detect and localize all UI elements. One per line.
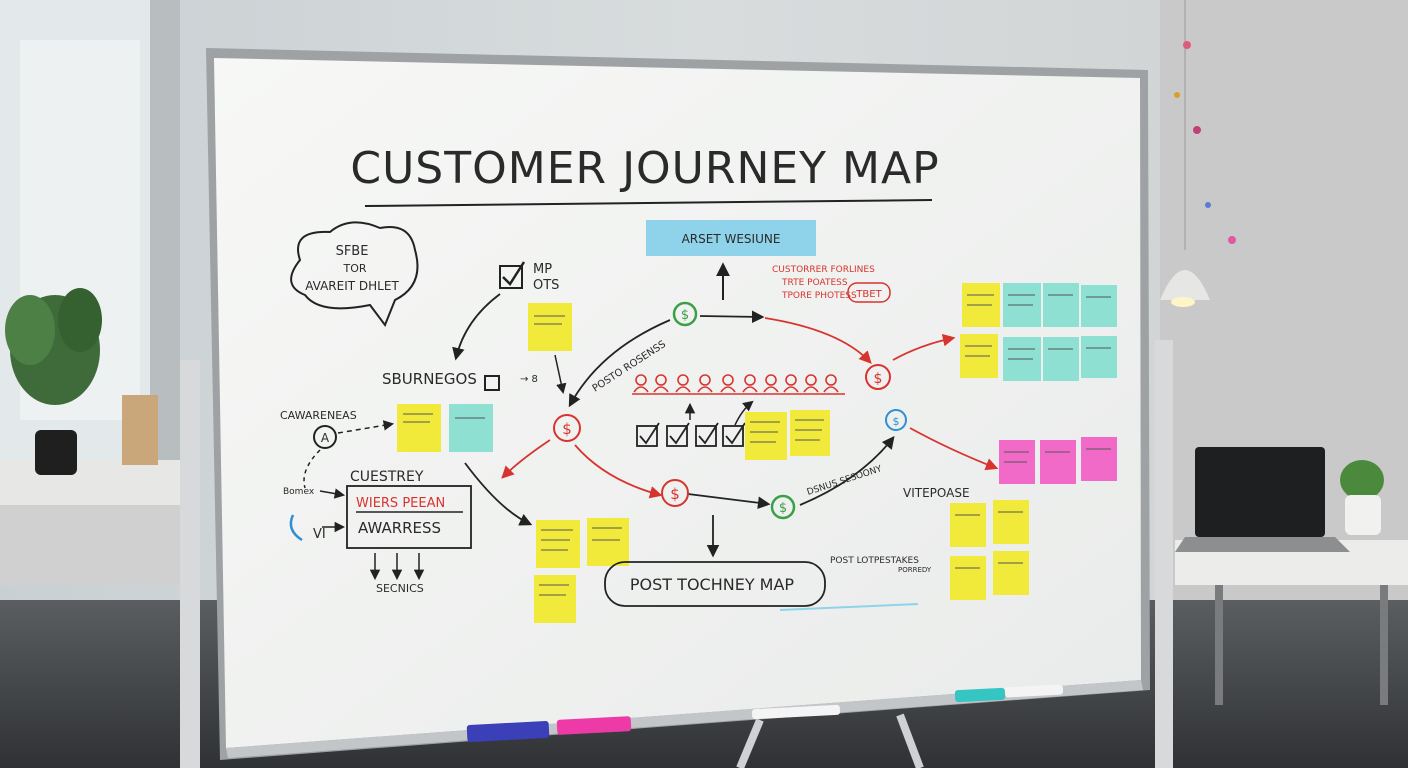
dollar-circle-icon: $ <box>672 301 698 327</box>
svg-text:$: $ <box>562 420 572 438</box>
info-circle-icon: $ <box>885 409 907 431</box>
sticky-note[interactable] <box>790 410 830 456</box>
sticky-note[interactable] <box>1040 440 1076 484</box>
left-desk <box>0 460 200 510</box>
whiteboard <box>206 48 1150 760</box>
checkbox-row <box>636 422 746 447</box>
white-marker[interactable] <box>751 704 841 720</box>
dollar-circle-icon: $ <box>770 494 796 520</box>
sticky-note[interactable] <box>534 575 576 623</box>
banner-text: ARSET WESIUNE <box>682 232 781 246</box>
svg-text:→ 8: → 8 <box>520 374 538 385</box>
bomex-label: Bomex <box>283 487 315 497</box>
sticky-note[interactable] <box>1081 285 1117 327</box>
post-journey-label: POST TOCHNEY MAP <box>630 575 795 594</box>
wiers-peean-label: WIERS PEEAN <box>356 496 445 511</box>
awareness-box <box>346 485 472 549</box>
sticky-note[interactable] <box>1043 337 1079 381</box>
dollar-circle-icon: $ <box>865 364 891 390</box>
small-plant <box>1340 460 1384 535</box>
checkbox-icon <box>499 265 523 289</box>
sticky-note[interactable] <box>528 303 572 351</box>
svg-text:$: $ <box>670 485 680 503</box>
red-note-line-4: TBET <box>855 289 882 300</box>
secnics-label: SECNICS <box>376 582 424 595</box>
sticky-note[interactable] <box>950 556 986 600</box>
dollar-circle-icon: $ <box>553 414 581 442</box>
svg-text:A: A <box>321 431 330 445</box>
a-circle-icon <box>313 425 337 449</box>
sticky-notes-right <box>950 283 1117 600</box>
banner-strip <box>646 220 816 256</box>
svg-text:$: $ <box>779 501 787 516</box>
svg-text:$: $ <box>893 415 900 428</box>
sticky-note[interactable] <box>587 518 629 566</box>
marker-tray <box>226 680 1143 758</box>
post-journey-pill <box>604 561 826 607</box>
awarress-label: AWARRESS <box>358 519 441 537</box>
red-note-line-1: CUSTORRER FORLINES <box>772 265 875 275</box>
sburnegos-label: SBURNEGOS <box>382 370 477 388</box>
pink-marker[interactable] <box>556 716 632 735</box>
potted-plant <box>5 288 102 475</box>
sticky-note[interactable] <box>993 551 1029 595</box>
svg-text:$: $ <box>874 371 883 387</box>
blue-marker[interactable] <box>466 721 550 742</box>
cuestrey-label: CUESTREY <box>350 469 424 485</box>
whiteboard-stand <box>180 340 1173 768</box>
bubble-line-1: SFBE <box>336 244 369 259</box>
bubble-line-3: AVAREIT DHLET <box>305 279 399 293</box>
vitepoase-label: VITEPOASE <box>903 486 970 500</box>
people-row <box>632 374 845 395</box>
red-note-line-2: TRTE POATESS <box>781 278 848 288</box>
laptop <box>1175 447 1350 552</box>
sticky-note[interactable] <box>993 500 1029 544</box>
sticky-note[interactable] <box>536 520 580 568</box>
teal-marker[interactable] <box>954 687 1006 703</box>
svg-text:$: $ <box>681 308 689 323</box>
dollar-circle-icon: $ <box>661 479 689 507</box>
board-title: CUSTOMER JOURNEY MAP <box>350 143 939 194</box>
thought-bubble <box>290 221 419 328</box>
ots-label: OTS <box>533 278 559 293</box>
cawareneas-label: CAWARENEAS <box>280 409 357 422</box>
mp-label: MP <box>533 262 552 277</box>
bubble-line-2: TOR <box>342 262 366 275</box>
sticky-notes-left <box>397 303 629 623</box>
sticky-note[interactable] <box>449 404 493 452</box>
sticky-note[interactable] <box>745 412 787 460</box>
sticky-note[interactable] <box>1081 336 1117 378</box>
red-note-line-3: TPORE PHOTESS <box>781 291 857 301</box>
post-stake-line-1: POST LOTPESTAKES <box>830 556 919 566</box>
sticky-note[interactable] <box>1043 283 1079 327</box>
vi-label: VI <box>313 527 326 542</box>
sticky-note[interactable] <box>397 404 441 452</box>
post-stake-line-2: PORREDY <box>898 566 932 574</box>
sticky-note[interactable] <box>1081 437 1117 481</box>
sticky-note[interactable] <box>950 503 986 547</box>
